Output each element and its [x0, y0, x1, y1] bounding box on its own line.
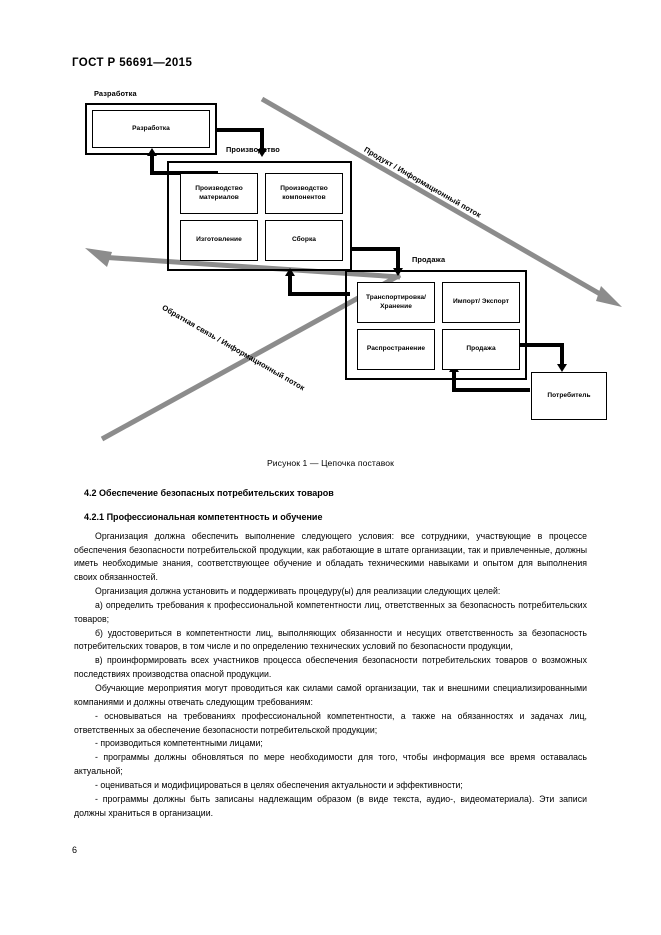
feedback-flow-arrowhead — [85, 248, 112, 267]
box-consumer: Потребитель — [531, 372, 607, 420]
box-manufacturing-label: Изготовление — [196, 236, 242, 244]
paragraph-bullet-1: - основываться на требованиях профессион… — [74, 710, 587, 735]
box-development: Разработка — [92, 110, 210, 148]
paragraph-bullet-2: - производиться компетентными лицами; — [95, 738, 263, 749]
heading-4-2-1: 4.2.1 Профессиональная компетентность и … — [84, 511, 323, 522]
group-development: Разработка — [85, 103, 217, 155]
paragraph-bullet-4: - оцениваться и модифицироваться в целях… — [95, 779, 463, 790]
body-text: 4.2 Обеспечение безопасных потребительск… — [74, 487, 587, 820]
box-sale-label: Продажа — [466, 345, 496, 353]
box-assembly: Сборка — [265, 220, 343, 261]
box-development-label: Разработка — [132, 124, 170, 132]
paragraph-procedure-intro: Организация должна установить и поддержи… — [95, 586, 501, 597]
paragraph-training-intro: Обучающие мероприятия могут проводиться … — [74, 682, 587, 707]
connector-prod-to-dev-arrow — [146, 148, 157, 156]
connector-dev-to-prod-h — [216, 128, 264, 132]
connector-sales-to-consumer-h — [518, 343, 564, 347]
connector-dev-to-prod-arrow — [256, 149, 267, 157]
box-component-production: Производство компонентов — [265, 173, 343, 214]
box-transport-storage: Транспортировка/ Хранение — [357, 282, 435, 323]
box-assembly-label: Сборка — [291, 236, 317, 244]
paragraph-bullet-5: - программы должны быть записаны надлежа… — [74, 793, 587, 818]
forward-flow-line — [260, 96, 609, 301]
paragraph-item-v: в) проинформировать всех участников проц… — [74, 655, 587, 680]
group-sales: Транспортировка/ Хранение Импорт/ Экспор… — [345, 270, 527, 380]
box-distribution-label: Распространение — [366, 345, 426, 353]
connector-prod-to-sales-arrow — [392, 268, 403, 276]
heading-4-2: 4.2 Обеспечение безопасных потребительск… — [84, 488, 334, 498]
connector-sales-to-prod-h — [288, 292, 350, 296]
box-material-production: Производство материалов — [180, 173, 258, 214]
group-production: Производство материалов Производство ком… — [167, 161, 352, 271]
group-label-development: Разработка — [94, 89, 137, 98]
forward-flow-arrowhead — [596, 286, 622, 307]
connector-sales-to-consumer-v — [560, 343, 564, 367]
connector-sales-to-prod-arrow — [284, 268, 295, 276]
paragraph-bullet-3: - программы должны обновляться по мере н… — [74, 752, 587, 777]
box-consumer-label: Потребитель — [547, 391, 591, 399]
paragraph-item-b: б) удостовериться в компетентности лиц, … — [74, 627, 587, 652]
group-label-sales: Продажа — [412, 255, 446, 264]
box-import-export-label: Импорт/ Экспорт — [453, 298, 509, 306]
flow-arrows-layer — [85, 96, 622, 442]
box-distribution: Распространение — [357, 329, 435, 370]
connector-sales-to-consumer-arrow — [556, 364, 567, 372]
box-transport-storage-label: Транспортировка/ Хранение — [365, 294, 427, 310]
feedback-flow-line-2 — [99, 254, 401, 280]
supply-chain-diagram: Продукт / Информационный поток Обратная … — [0, 85, 661, 460]
paragraph-intro: Организация должна обеспечить выполнение… — [74, 530, 587, 583]
group-label-production: Производство — [226, 145, 280, 154]
connector-consumer-to-sales-v — [452, 371, 456, 392]
feedback-flow-line — [100, 272, 402, 442]
box-manufacturing: Изготовление — [180, 220, 258, 261]
box-import-export: Импорт/ Экспорт — [442, 282, 520, 323]
connector-prod-to-sales-v — [396, 247, 400, 271]
figure-caption: Рисунок 1 — Цепочка поставок — [266, 458, 395, 468]
connector-sales-to-prod-v — [288, 275, 292, 296]
page-number: 6 — [72, 845, 78, 855]
box-material-production-label: Производство материалов — [195, 185, 243, 201]
connector-dev-to-prod-v — [260, 128, 264, 152]
box-sale: Продажа — [442, 329, 520, 370]
document-header-standard-id: ГОСТ Р 56691—2015 — [72, 57, 193, 69]
connector-consumer-to-sales-h — [452, 388, 530, 392]
connector-prod-to-sales-h — [350, 247, 400, 251]
connector-prod-to-dev-v — [150, 155, 154, 175]
paragraph-item-a: а) определить требования к профессиональ… — [74, 599, 587, 624]
box-component-production-label: Производство компонентов — [280, 185, 328, 201]
